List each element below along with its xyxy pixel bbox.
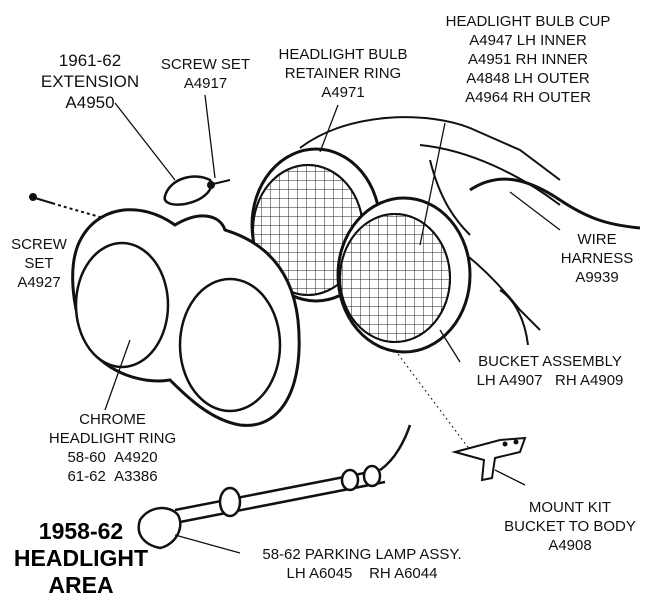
extension-year: 1961-62: [58, 51, 122, 70]
label-chrome-ring: CHROME HEADLIGHT RING 58-60 A4920 61-62 …: [30, 410, 195, 486]
screw-top: [207, 179, 231, 189]
bucket-assembly-rh: RH A4909: [555, 372, 624, 389]
diagram-title: 1958-62 HEADLIGHT AREA: [6, 518, 156, 599]
wire-harness: [469, 177, 641, 230]
parking-lamp-name: 58-62 PARKING LAMP ASSY.: [262, 546, 462, 563]
parking-lamp-parts: LH A6045 RH A6044: [232, 564, 492, 583]
chrome-ring-part-2: A3386: [114, 468, 158, 485]
title-years: 1958-62: [38, 518, 124, 544]
wire-harness-line1: WIRE: [577, 231, 617, 248]
bucket-assembly-parts: LH A4907 RH A4909: [455, 371, 645, 390]
screw-set-left-line1: SCREW: [11, 236, 67, 253]
ring-opening-right: [178, 277, 282, 413]
screw-set-left-line2: SET: [24, 255, 54, 272]
chrome-ring-line1: CHROME: [79, 411, 146, 428]
mount-kit-line1: MOUNT KIT: [528, 499, 612, 516]
chrome-ring-row2: 61-62 A3386: [30, 467, 195, 486]
parking-lamp-assembly: [137, 424, 412, 550]
extension-piece: [163, 175, 213, 206]
wire-harness-line2: HARNESS: [560, 250, 634, 267]
label-bucket-assembly: BUCKET ASSEMBLY LH A4907 RH A4909: [455, 352, 645, 390]
bulb-cup-name: HEADLIGHT BULB CUP: [445, 13, 611, 30]
bucket-assembly-lh: LH A4907: [476, 372, 543, 389]
bulb-cup-lh-outer: A4848 LH OUTER: [466, 70, 590, 87]
chrome-ring-row1: 58-60 A4920: [30, 448, 195, 467]
retainer-ring-lamp: [250, 147, 382, 303]
mount-kit-bracket: [451, 436, 527, 482]
parking-lamp-lh: LH A6045: [286, 565, 353, 582]
retainer-ring-part: A4971: [321, 84, 365, 101]
label-screw-set-top: SCREW SET A4917: [148, 55, 263, 93]
retainer-ring-line1: HEADLIGHT BULB: [278, 46, 408, 63]
chrome-ring-years-2: 61-62: [67, 468, 106, 485]
bucket-assembly-name: BUCKET ASSEMBLY: [478, 353, 622, 370]
bulb-cup-rh-outer: A4964 RH OUTER: [465, 89, 591, 106]
label-wire-harness: WIRE HARNESS A9939: [552, 230, 642, 287]
mount-kit-line2: BUCKET TO BODY: [504, 518, 636, 535]
mount-kit-part: A4908: [548, 537, 592, 554]
leader-lines: [104, 94, 561, 554]
chrome-ring-line2: HEADLIGHT RING: [48, 430, 177, 447]
label-mount-kit: MOUNT KIT BUCKET TO BODY A4908: [495, 498, 645, 555]
chrome-ring-years-1: 58-60: [67, 449, 106, 466]
label-screw-set-left: SCREW SET A4927: [2, 235, 76, 292]
ring-opening-left: [74, 241, 170, 369]
bulb-cup-lamp: [336, 196, 472, 354]
label-extension: 1961-62 EXTENSION A4950: [30, 50, 150, 113]
screw-set-top-part: A4917: [183, 75, 228, 92]
retainer-ring-line2: RETAINER RING: [284, 65, 402, 82]
bulb-cup-lh-inner: A4947 LH INNER: [469, 32, 587, 49]
label-parking-lamp: 58-62 PARKING LAMP ASSY. LH A6045 RH A60…: [232, 545, 492, 583]
title-headlight: HEADLIGHT: [13, 545, 149, 571]
extension-part: A4950: [65, 93, 115, 112]
parking-lamp-rh: RH A6044: [369, 565, 438, 582]
bulb-cup-rh-inner: A4951 RH INNER: [467, 51, 589, 68]
screw-set-top-name: SCREW SET: [160, 56, 251, 73]
title-area: AREA: [48, 572, 114, 598]
chrome-ring-part-1: A4920: [114, 449, 158, 466]
label-retainer-ring: HEADLIGHT BULB RETAINER RING A4971: [268, 45, 418, 102]
screw-set-left-part: A4927: [17, 274, 61, 291]
label-bulb-cup: HEADLIGHT BULB CUP A4947 LH INNER A4951 …: [438, 12, 618, 107]
extension-name: EXTENSION: [40, 72, 140, 91]
screw-left: [29, 193, 101, 218]
wire-harness-part: A9939: [575, 269, 619, 286]
